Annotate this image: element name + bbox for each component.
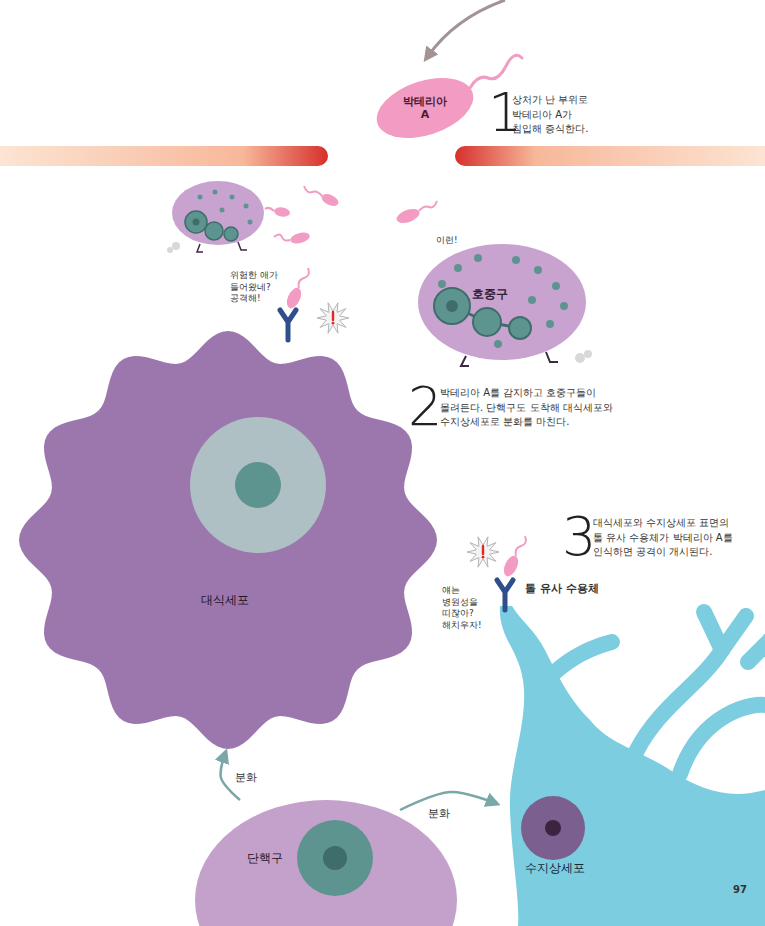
skin-band — [455, 146, 765, 166]
neutrophil — [167, 181, 264, 253]
edge-label: 분화 — [233, 770, 259, 785]
cell-name: 호중구 — [460, 287, 520, 301]
speech-text: 얘는 병원성을 띠잖아? 해치우자! — [442, 585, 494, 632]
cell-outline — [418, 240, 586, 368]
page-number: 97 — [733, 884, 747, 896]
flagella — [265, 186, 437, 241]
cell-name: 단핵구 — [235, 851, 295, 865]
cell-name: 박테리아 A — [398, 95, 452, 121]
bacterium-cell: 박테리아 A — [375, 78, 475, 138]
toll-like-receptor — [497, 580, 513, 610]
dendritic-cell: 수지상세포 — [495, 600, 765, 926]
cell-outline — [18, 330, 438, 750]
bacterium — [501, 553, 521, 578]
flagellum — [470, 55, 522, 88]
neutrophil-cell: 호중구 — [418, 240, 586, 368]
toll-like-receptor — [280, 310, 296, 340]
cell-outline — [495, 600, 765, 926]
receptor-label: 톨 유사 수용체 — [525, 582, 599, 595]
step-text: 박테리아 A를 감지하고 호중구들이 몰려든다. 단핵구도 도착해 대식세포와 … — [440, 386, 622, 430]
monocyte-cell: 단핵구 — [195, 800, 457, 926]
cell-name: 대식세포 — [180, 593, 270, 607]
bacteria — [273, 192, 421, 246]
edge-label: 분화 — [426, 806, 452, 821]
step-number: 3 — [562, 510, 596, 564]
flagellum — [516, 536, 526, 556]
flagellum — [299, 268, 309, 288]
entry-arrow — [428, 0, 505, 56]
macrophage-cell: 대식세포 — [18, 330, 438, 750]
alert-star — [467, 537, 499, 567]
speech-text: 이런! — [436, 235, 458, 247]
step-text: 대식세포와 수지상세포 표면의 톨 유사 수용체가 박테리아 A를 인식하면 공… — [593, 516, 741, 560]
bacterium — [284, 285, 304, 310]
step-number: 2 — [408, 380, 442, 434]
skin-band — [0, 146, 328, 166]
alert-star — [317, 303, 349, 333]
step-text: 상처가 난 부위로 박테리아 A가 침입해 증식한다. — [512, 93, 600, 137]
speech-text: 위험한 애가 들어왔네? 공격해! — [230, 270, 282, 305]
cell-outline — [195, 800, 457, 926]
cell-name: 수지상세포 — [510, 861, 600, 875]
